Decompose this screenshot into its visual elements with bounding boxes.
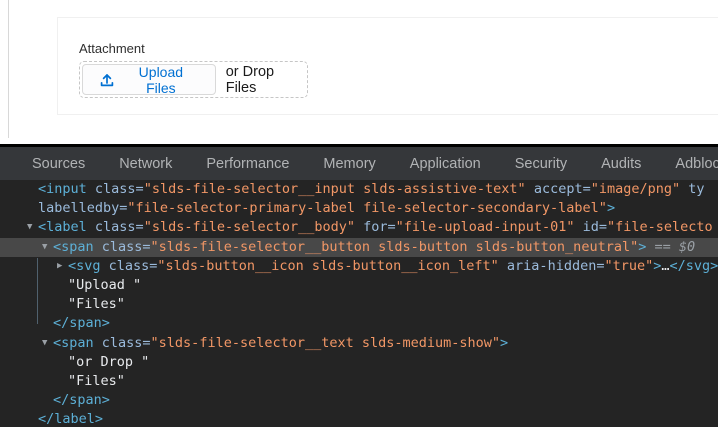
- selection-indent-guide: [37, 258, 38, 324]
- dom-tree-row[interactable]: "or Drop ": [0, 353, 718, 372]
- token-tag: >: [606, 200, 616, 217]
- token-tag: <svg: [68, 257, 101, 274]
- devtools-tab-audits[interactable]: Audits: [601, 155, 642, 172]
- token-meta: == $0: [646, 238, 696, 255]
- token-val: "true": [604, 257, 654, 274]
- expander-down-icon[interactable]: ▼: [42, 241, 48, 252]
- attachment-field-label: Attachment: [79, 41, 145, 56]
- token-attr: aria-hidden=: [498, 257, 605, 274]
- token-tag: <span: [53, 238, 94, 255]
- token-attr: class=: [86, 219, 144, 236]
- dom-tree-row[interactable]: "Files": [0, 372, 718, 391]
- devtools-tab-application[interactable]: Application: [409, 155, 481, 172]
- dom-tree-row[interactable]: ▼ <span class="slds-file-selector__text s…: [0, 334, 718, 353]
- token-txt: "Upload ": [68, 276, 142, 293]
- dom-tree-row[interactable]: ▶ <svg class="slds-button__icon slds-butt…: [0, 257, 718, 276]
- token-txt: "Files": [68, 372, 125, 389]
- token-attr: class=: [93, 238, 151, 255]
- expander-right-icon[interactable]: ▶: [57, 260, 63, 271]
- token-val: "file-upload-input-01": [395, 219, 575, 236]
- token-val: "slds-file-selector__body": [143, 219, 356, 236]
- token-tag: <span: [53, 334, 94, 351]
- token-tag: >: [638, 238, 647, 255]
- dom-tree-row[interactable]: "Files": [0, 295, 718, 314]
- dom-tree-row[interactable]: </span>: [0, 314, 718, 333]
- token-attr: accept=: [525, 181, 591, 197]
- token-tag: </span>: [53, 392, 110, 409]
- devtools-tab-sources[interactable]: Sources: [32, 155, 86, 172]
- token-val: "image/png": [590, 181, 681, 197]
- token-val: "file-selecto: [606, 219, 713, 236]
- expander-down-icon[interactable]: ▼: [27, 222, 33, 233]
- token-txt: "Files": [68, 296, 125, 313]
- dom-tree-row[interactable]: labelledby="file-selector-primary-label …: [0, 199, 718, 218]
- dom-tree-row[interactable]: "Upload ": [0, 276, 718, 295]
- token-attr: class=: [100, 257, 158, 274]
- devtools-tab-security[interactable]: Security: [514, 155, 568, 172]
- token-tag: <input: [38, 181, 87, 197]
- devtools-tab-adblock[interactable]: Adblock: [675, 155, 718, 172]
- token-attr: id=: [574, 219, 607, 236]
- attachment-card: Attachment Upload Files or Drop Files: [57, 17, 718, 115]
- token-val: "slds-file-selector__text slds-medium-sh…: [150, 334, 501, 351]
- token-val: "file-selector-primary-label file-select…: [127, 200, 607, 217]
- upload-files-button[interactable]: Upload Files: [82, 63, 216, 96]
- devtools-tab-performance[interactable]: Performance: [206, 155, 290, 172]
- dom-tree-row[interactable]: <input class="slds-file-selector__input …: [0, 180, 718, 199]
- token-val: "slds-file-selector__button slds-button …: [150, 238, 639, 255]
- upload-button-label: Upload Files: [138, 63, 184, 96]
- token-attr: class=: [93, 334, 151, 351]
- expander-down-icon[interactable]: ▼: [42, 337, 48, 348]
- token-txt: "or Drop ": [68, 353, 150, 370]
- token-txt: …: [661, 257, 670, 274]
- token-attr: class=: [86, 181, 144, 197]
- dom-tree-row[interactable]: </label>: [0, 410, 718, 427]
- file-dropzone[interactable]: Upload Files or Drop Files: [79, 61, 308, 98]
- upload-icon: [99, 72, 115, 88]
- dom-tree-row-selected[interactable]: ▼ <span class="slds-file-selector__button…: [0, 237, 718, 257]
- token-val: "slds-button__icon slds-button__icon_lef…: [157, 257, 499, 274]
- token-tag: >: [500, 334, 509, 351]
- token-attr: ty: [680, 181, 705, 197]
- devtools-tab-memory[interactable]: Memory: [323, 155, 376, 172]
- dom-tree-row[interactable]: </span>: [0, 391, 718, 410]
- token-tag: </svg>: [669, 257, 718, 274]
- dom-tree-lines: <input class="slds-file-selector__input …: [0, 180, 718, 427]
- token-tag: </span>: [53, 315, 110, 332]
- token-val: "slds-file-selector__input slds-assistiv…: [143, 181, 526, 197]
- token-tag: >: [653, 257, 662, 274]
- devtools-tab-network[interactable]: Network: [119, 155, 173, 172]
- token-tag: </label>: [38, 411, 104, 427]
- page-left-divider: [8, 0, 9, 138]
- token-attr: for=: [355, 219, 396, 236]
- token-tag: <label: [38, 219, 87, 236]
- token-attr: labelledby=: [38, 200, 128, 217]
- devtools-top-border: [0, 144, 718, 147]
- browser-page: Attachment Upload Files or Drop Files: [0, 0, 718, 144]
- devtools-elements-tree[interactable]: <input class="slds-file-selector__input …: [0, 180, 718, 427]
- drop-files-label: or Drop Files: [225, 63, 275, 96]
- dom-tree-row[interactable]: ▼ <label class="slds-file-selector__body"…: [0, 218, 718, 237]
- devtools-tabbar: Sources Network Performance Memory Applicati…: [0, 147, 718, 180]
